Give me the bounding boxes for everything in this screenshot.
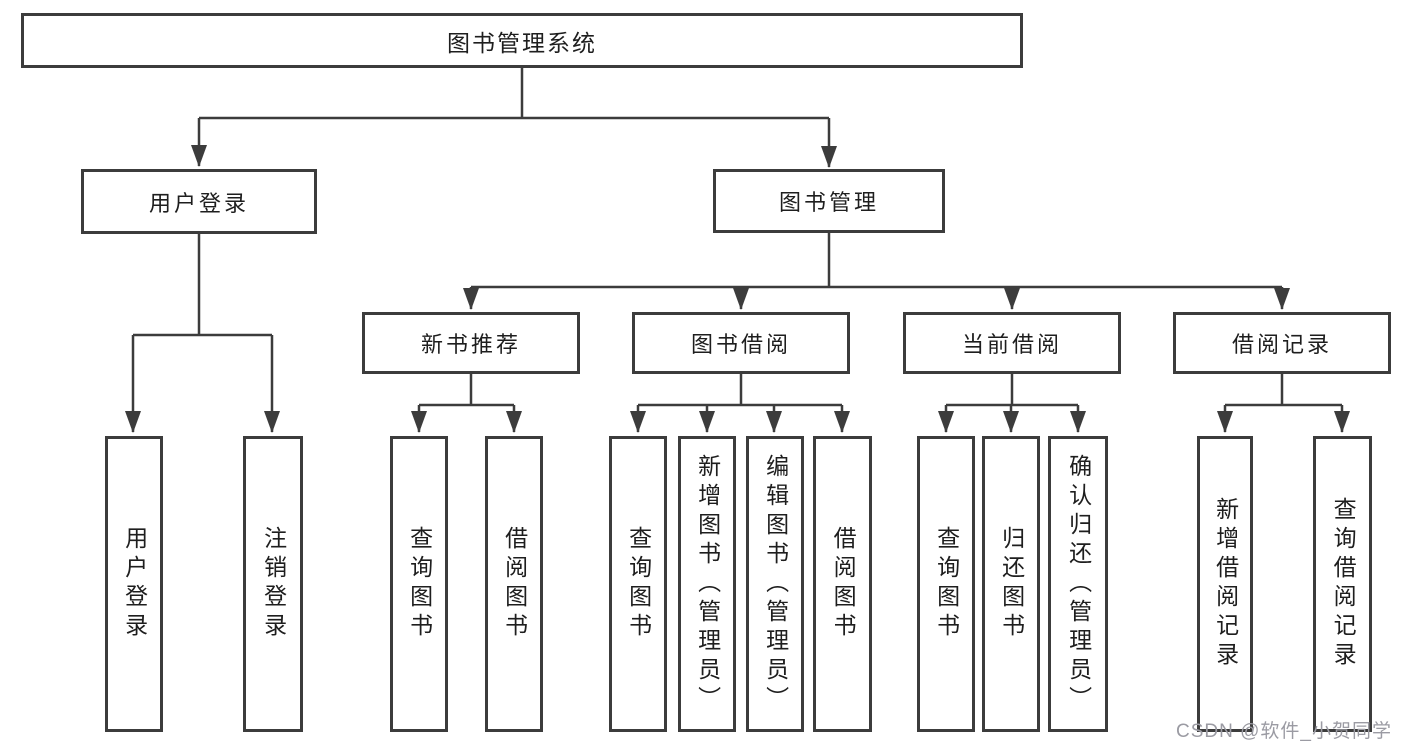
- node-label: 归还图书: [998, 526, 1025, 642]
- leaf-return-books: 归还图书: [982, 436, 1040, 732]
- node-label: 借阅图书: [830, 526, 857, 642]
- node-label: 图书管理: [778, 190, 879, 215]
- leaf-add-books-admin: 新增图书（管理员）: [678, 436, 736, 732]
- leaf-logout: 注销登录: [243, 436, 303, 732]
- node-book-borrow: 图书借阅: [632, 312, 850, 374]
- watermark: CSDN @软件_小贺同学: [1176, 721, 1392, 742]
- node-user-login: 用户登录: [81, 169, 317, 234]
- node-label: 图书借阅: [690, 332, 791, 357]
- node-new-book-recommend: 新书推荐: [362, 312, 580, 374]
- node-label: 确认归还（管理员）: [1065, 453, 1092, 715]
- node-book-management: 图书管理: [713, 169, 945, 233]
- node-label: 新书推荐: [420, 332, 521, 357]
- node-library-management-system: 图书管理系统: [21, 13, 1023, 68]
- node-label: 查询图书: [625, 526, 652, 642]
- leaf-add-borrow-record: 新增借阅记录: [1197, 436, 1253, 732]
- leaf-query-borrow-record: 查询借阅记录: [1313, 436, 1372, 732]
- node-current-borrow: 当前借阅: [903, 312, 1121, 374]
- leaf-edit-books-admin: 编辑图书（管理员）: [746, 436, 804, 732]
- leaf-query-books-3: 查询图书: [917, 436, 975, 732]
- leaf-confirm-return-admin: 确认归还（管理员）: [1048, 436, 1108, 732]
- node-label: 借阅记录: [1231, 332, 1332, 357]
- node-label: 用户登录: [121, 526, 148, 642]
- node-label: 用户登录: [148, 190, 249, 216]
- node-label: 查询借阅记录: [1330, 497, 1357, 671]
- node-label: 编辑图书（管理员）: [762, 453, 789, 715]
- leaf-query-books-2: 查询图书: [609, 436, 667, 732]
- node-label: 新增借阅记录: [1212, 497, 1239, 671]
- node-label: 注销登录: [260, 526, 287, 642]
- node-label: 图书管理系统: [447, 29, 597, 56]
- node-borrow-records: 借阅记录: [1173, 312, 1391, 374]
- leaf-borrow-books-1: 借阅图书: [485, 436, 543, 732]
- node-label: 查询图书: [406, 526, 433, 642]
- node-label: 查询图书: [933, 526, 960, 642]
- leaf-user-login: 用户登录: [105, 436, 163, 732]
- node-label: 新增图书（管理员）: [694, 453, 721, 715]
- node-label: 当前借阅: [961, 332, 1062, 357]
- node-label: 借阅图书: [501, 526, 528, 642]
- leaf-borrow-books-2: 借阅图书: [813, 436, 872, 732]
- leaf-query-books-1: 查询图书: [390, 436, 448, 732]
